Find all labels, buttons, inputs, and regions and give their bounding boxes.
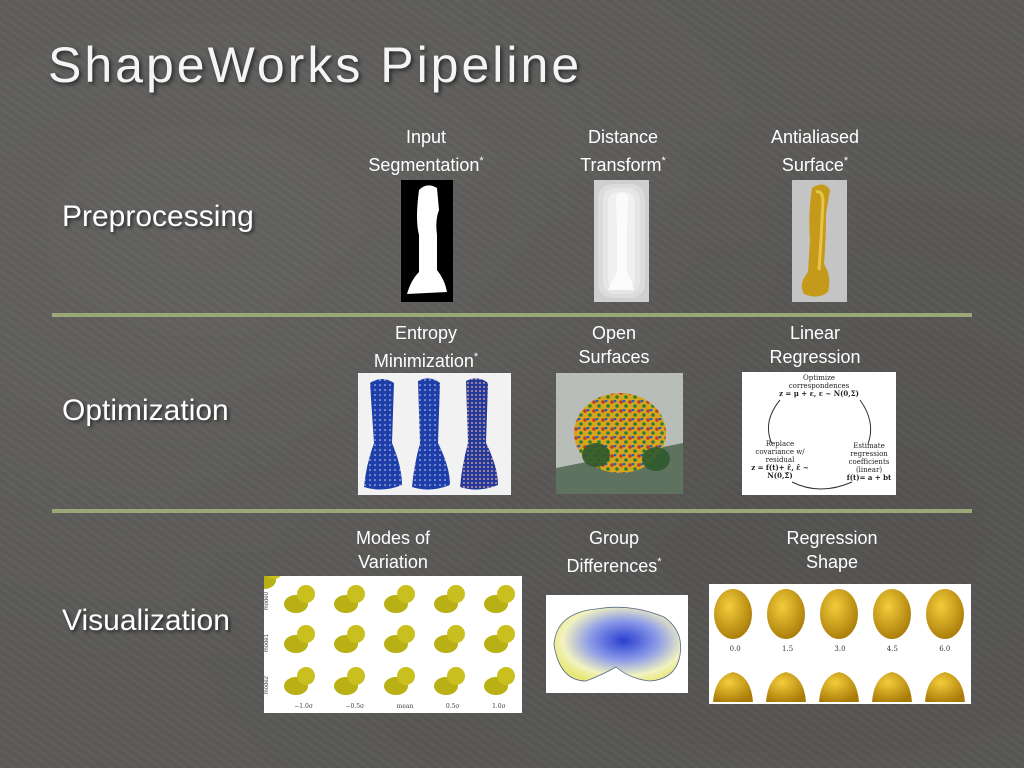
divider-1 [52, 313, 972, 317]
row-label-visualization: Visualization [62, 604, 230, 637]
open-surfaces-image [556, 373, 683, 494]
row-label-preprocessing: Preprocessing [62, 200, 254, 233]
antialiased-surface-image [792, 180, 847, 302]
mode-label-2: mode2 [264, 676, 270, 695]
caption-group-differences: Group Differences* [566, 528, 662, 576]
regression-shape-image: 0.0 1.5 3.0 4.5 6.0 [709, 584, 971, 704]
row-label-optimization: Optimization [62, 394, 229, 427]
modes-column-labels: −1.0σ −0.5σ mean 0.5σ 1.0σ [294, 703, 506, 710]
mode-label-1: mode1 [264, 634, 270, 653]
slide-title: ShapeWorks Pipeline [48, 37, 583, 93]
linear-regression-diagram: Optimize correspondences z = μ + ε, ε ~ … [742, 372, 896, 495]
modes-of-variation-grid: mode0 mode1 mode2 −1.0σ −0.5σ mean 0.5σ … [264, 576, 522, 713]
caption-modes-of-variation: Modes of Variation [355, 528, 431, 572]
distance-transform-image [594, 180, 649, 302]
caption-input-segmentation: Input Segmentation* [368, 127, 484, 175]
input-segmentation-image [401, 180, 453, 302]
diagram-top-node: Optimize correspondences z = μ + ε, ε ~ … [779, 374, 859, 398]
caption-regression-shape: Regression Shape [786, 528, 878, 572]
caption-antialiased-surface: Antialiased Surface* [770, 127, 860, 175]
diagram-left-node: Replace covariance w/ residual z = f(t)+… [751, 440, 809, 480]
entropy-minimization-image [358, 373, 511, 495]
caption-distance-transform: Distance Transform* [580, 127, 666, 175]
divider-2 [52, 509, 972, 513]
caption-open-surfaces: Open Surfaces [578, 323, 650, 367]
caption-linear-regression: Linear Regression [769, 323, 861, 367]
group-differences-image [546, 595, 688, 693]
mode-label-0: mode0 [264, 592, 270, 611]
caption-entropy-minimization: Entropy Minimization* [373, 323, 479, 371]
diagram-right-node: Estimate regression coefficients (linear… [846, 442, 892, 482]
regression-tick-labels: 0.0 1.5 3.0 4.5 6.0 [729, 645, 951, 653]
